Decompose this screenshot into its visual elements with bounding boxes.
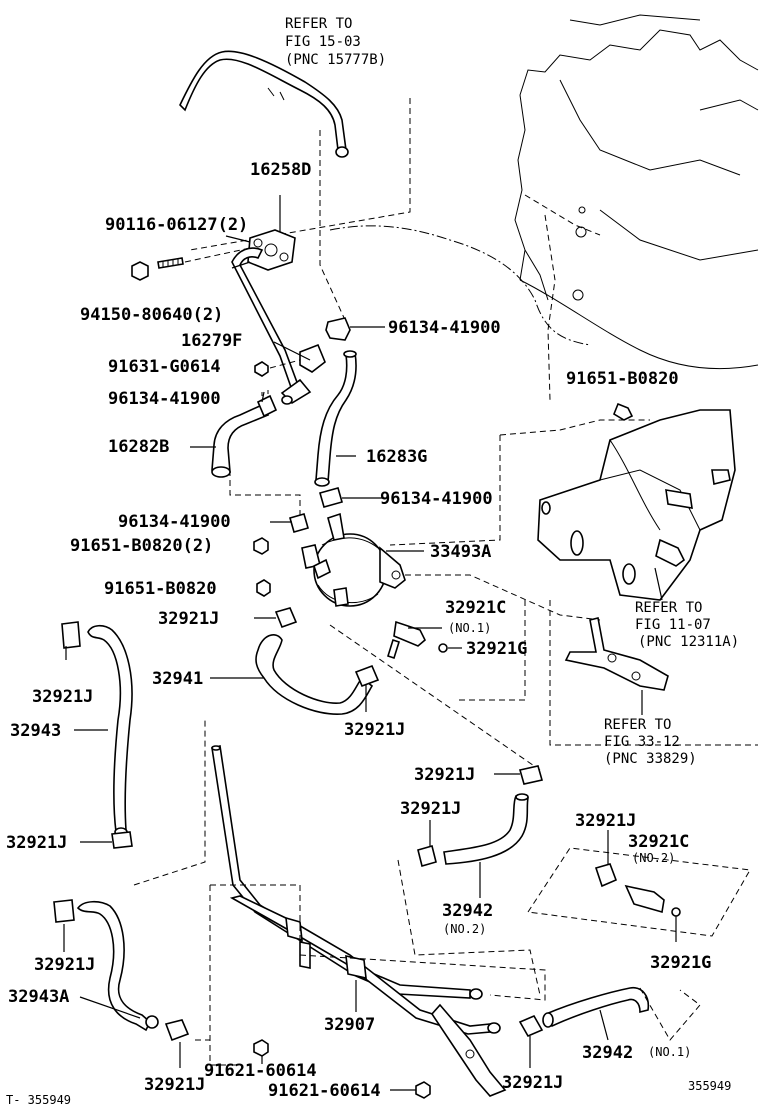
ref-33-12-line2: FIG 33-12	[604, 734, 680, 750]
bolt-91621-b	[415, 1081, 431, 1099]
bolt-91651-a	[253, 537, 269, 555]
bolt-91631	[254, 359, 301, 377]
ref-11-07-line1: REFER TO	[635, 600, 702, 616]
label-32921G-b: 32921G	[650, 953, 711, 973]
boundary-32943	[133, 720, 206, 886]
boundary-32943A	[195, 1039, 211, 1065]
footer-left: T- 355949	[6, 1093, 71, 1107]
label-91621-a: 91621-60614	[204, 1061, 317, 1081]
label-32943: 32943	[10, 721, 61, 741]
clamp-96134-c	[319, 487, 343, 508]
hose-32942-no2	[417, 765, 544, 867]
clamp-96134-d	[289, 513, 309, 533]
boundary-lines	[189, 98, 758, 771]
stud-and-nut	[131, 247, 251, 281]
bolt-91621-a	[253, 1039, 269, 1057]
label-33493A: 33493A	[430, 542, 491, 562]
label-32921J-b: 32921J	[32, 687, 93, 707]
hose-32943	[61, 621, 133, 849]
bolt-91651-b	[256, 579, 271, 597]
label-no1-42: (NO.1)	[648, 1045, 691, 1059]
label-91651-b: 91651-B0820	[104, 579, 217, 599]
ref-11-07-line2: FIG 11-07	[635, 617, 711, 633]
hose-32942-no1	[518, 986, 650, 1038]
label-96134-a: 96134-41900	[388, 318, 501, 338]
label-96134-c: 96134-41900	[380, 489, 493, 509]
label-32921J-i: 32921J	[144, 1075, 205, 1095]
ref-33-12-line3: (PNC 33829)	[604, 751, 697, 767]
label-96134-d: 96134-41900	[118, 512, 231, 532]
clamp-32921J-a	[274, 607, 298, 629]
boundary-32942-no2	[397, 859, 541, 996]
union-32921C-no2	[594, 863, 681, 917]
label-91631: 91631-G0614	[108, 357, 221, 377]
boundary-union-no2	[527, 847, 751, 937]
label-32942-2: 32942	[442, 901, 493, 921]
engine-block-outline	[514, 14, 759, 401]
ref-15-03-line3: (PNC 15777B)	[285, 52, 386, 68]
hose-16282B	[211, 403, 270, 478]
label-32941: 32941	[152, 669, 203, 689]
label-32921C-1: 32921C	[445, 598, 506, 618]
hose-16283G	[314, 350, 357, 487]
label-no1-c: (NO.1)	[448, 621, 491, 635]
label-16283G: 16283G	[366, 447, 427, 467]
footer-right: 355949	[688, 1079, 731, 1093]
label-32921J-g: 32921J	[6, 833, 67, 853]
label-no2-42: (NO.2)	[443, 922, 486, 936]
label-16258D: 16258D	[250, 160, 311, 180]
egr-flange-and-pipe	[231, 229, 326, 405]
clamp-96134-a	[325, 317, 351, 341]
leader-lines	[63, 195, 677, 1091]
label-96134-b: 96134-41900	[108, 389, 221, 409]
label-16282B: 16282B	[108, 437, 169, 457]
ref-33-12-line1: REFER TO	[604, 717, 671, 733]
label-32921J-j: 32921J	[502, 1073, 563, 1093]
upper-vacuum-pipe	[179, 50, 349, 158]
label-32921J-f: 32921J	[575, 811, 636, 831]
transmission-bracket	[564, 617, 669, 691]
ref-15-03-line2: FIG 15-03	[285, 34, 361, 50]
ref-11-07-line3: (PNC 12311A)	[638, 634, 739, 650]
label-32921J-c: 32921J	[344, 720, 405, 740]
label-94150: 94150-80640(2)	[80, 305, 223, 325]
label-32921J-e: 32921J	[400, 799, 461, 819]
label-90116: 90116-06127(2)	[105, 215, 248, 235]
label-16279F: 16279F	[181, 331, 242, 351]
ref-15-03-line1: REFER TO	[285, 16, 352, 32]
boundary-32942-no1	[639, 987, 701, 1041]
union-32921C-no1	[387, 620, 448, 660]
label-32921J-h: 32921J	[34, 955, 95, 975]
label-91651-2: 91651-B0820(2)	[70, 536, 213, 556]
part-labels: REFER TO FIG 15-03 (PNC 15777B) 16258D 9…	[6, 16, 739, 1107]
label-32907: 32907	[324, 1015, 375, 1035]
label-32921C-2: 32921C	[628, 832, 689, 852]
label-no2-c: (NO.2)	[632, 851, 675, 865]
engine-mount-bracket	[537, 402, 736, 601]
label-32921J-a: 32921J	[158, 609, 219, 629]
label-91621-b: 91621-60614	[268, 1081, 381, 1101]
boundary-32907	[209, 884, 546, 1066]
label-32921G-a: 32921G	[466, 639, 527, 659]
oil-pipe-32907	[211, 745, 507, 1097]
oil-cooler-33493A	[301, 512, 406, 607]
hose-32941	[255, 634, 380, 715]
label-32921J-d: 32921J	[414, 765, 475, 785]
label-91651-top: 91651-B0820	[566, 369, 679, 389]
hose-32943A	[53, 899, 190, 1042]
label-32943A: 32943A	[8, 987, 69, 1007]
label-32942-1: 32942	[582, 1043, 633, 1063]
